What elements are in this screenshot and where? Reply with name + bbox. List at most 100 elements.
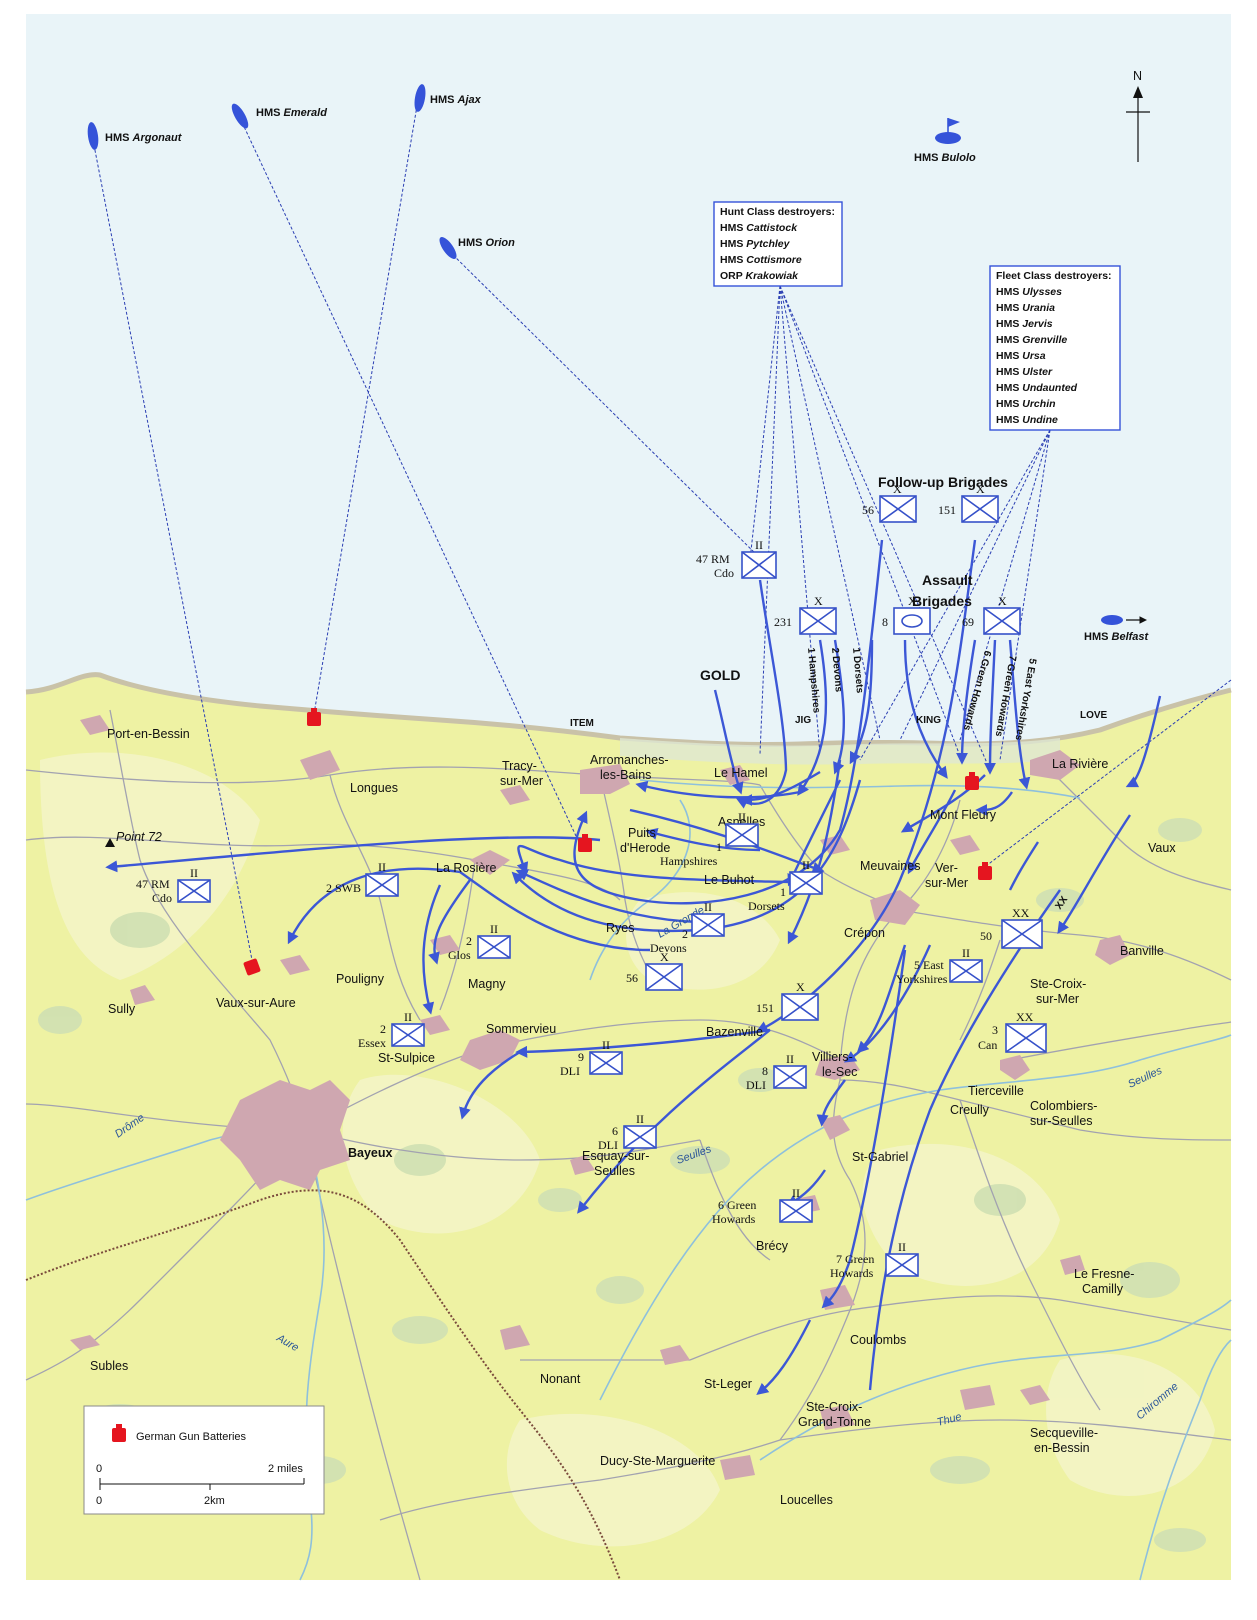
svg-text:II: II: [636, 1112, 644, 1126]
svg-text:8: 8: [882, 615, 888, 629]
hunt-box-title: Hunt Class destroyers:: [720, 206, 835, 218]
town-colombiers-1: Colombiers-: [1030, 1099, 1097, 1113]
town-ver-1: Ver-: [935, 861, 958, 875]
unit-7-green-howards: II 7 Green Howards: [830, 1240, 919, 1280]
unit-2-devons: II 2 Devons: [650, 900, 725, 955]
legend-km-2: 2km: [204, 1495, 225, 1507]
svg-text:Glos: Glos: [448, 948, 471, 962]
headings: Follow-up Brigades Assault Brigades GOLD: [700, 474, 1008, 683]
battery-ver: [978, 862, 992, 880]
town-sully: Sully: [108, 1002, 136, 1016]
svg-text:Howards: Howards: [712, 1212, 756, 1226]
flag-icon: [947, 118, 960, 134]
unit-8-dli: II 8 DLI: [746, 1052, 807, 1092]
ship-icons: [87, 84, 1123, 625]
svg-text:DLI: DLI: [598, 1138, 618, 1152]
unit-8: X 8: [882, 594, 931, 635]
ship-icon-bulolo: [935, 132, 961, 144]
svg-text:56: 56: [626, 971, 638, 985]
ship-label-bulolo: HMS Bulolo: [914, 152, 976, 164]
town-meuvaines: Meuvaines: [860, 859, 920, 873]
town-labels: Port-en-Bessin Longues Tracy- sur-Mer Ar…: [90, 727, 1176, 1507]
town-vaux: Vaux: [1148, 841, 1176, 855]
svg-text:Devons: Devons: [650, 941, 687, 955]
svg-text:X: X: [814, 594, 823, 608]
battery-mont-fleury: [965, 772, 979, 790]
fleet-ship-9: HMS Undine: [996, 414, 1058, 426]
town-st-sulpice: St-Sulpice: [378, 1051, 435, 1065]
unit-50-div: XX 50: [980, 906, 1043, 949]
svg-text:47 RM: 47 RM: [696, 552, 730, 566]
svg-text:Yorkshires: Yorkshires: [896, 972, 948, 986]
town-secqueville-1: Secqueville-: [1030, 1426, 1098, 1440]
town-ver-2: sur-Mer: [925, 876, 968, 890]
unit-3-can: XX 3 Can: [978, 1010, 1047, 1053]
fleet-ship-8: HMS Urchin: [996, 398, 1056, 410]
battery-vaux-sur-aure: [243, 958, 261, 976]
town-arromanches-2: les-Bains: [600, 768, 651, 782]
fleet-class-box: Fleet Class destroyers: HMS Ulysses HMS …: [989, 265, 1121, 431]
legend-miles-2: 2 miles: [268, 1463, 303, 1475]
north-arrow: N: [1126, 69, 1150, 162]
svg-text:47 RM: 47 RM: [136, 877, 170, 891]
town-secqueville-2: en-Bessin: [1034, 1441, 1090, 1455]
town-vaux-sur-aure: Vaux-sur-Aure: [216, 996, 296, 1010]
units: II 47 RM Cdo X 56 X 151 X 231: [136, 482, 1047, 1280]
ship-icon-argonaut: [87, 122, 99, 150]
town-magny: Magny: [468, 977, 506, 991]
svg-text:X: X: [796, 980, 805, 994]
railway: [25, 1189, 621, 1581]
town-nonant: Nonant: [540, 1372, 581, 1386]
svg-text:XX: XX: [1016, 1010, 1034, 1024]
town-brecy: Brécy: [756, 1239, 789, 1253]
ship-label-orion: HMS Orion: [458, 237, 515, 249]
town-villiers-2: le-Sec: [822, 1065, 857, 1079]
town-subles: Subles: [90, 1359, 128, 1373]
hunt-ship-1: HMS Cattistock: [720, 222, 798, 234]
svg-text:Cdo: Cdo: [152, 891, 172, 905]
town-bazenville: Bazenville: [706, 1025, 763, 1039]
town-creully: Creully: [950, 1103, 990, 1117]
svg-text:3: 3: [992, 1023, 998, 1037]
svg-text:8: 8: [762, 1064, 768, 1078]
diag-devons: 2 Devons: [829, 647, 844, 693]
town-le-fresne-2: Camilly: [1082, 1282, 1124, 1296]
follow-up-heading: Follow-up Brigades: [878, 474, 1008, 490]
town-arromanches-1: Arromanches-: [590, 753, 669, 767]
ship-labels: HMS Argonaut HMS Emerald HMS Ajax HMS Or…: [105, 94, 1150, 643]
ship-icon-orion: [439, 236, 457, 260]
beach-jig: JIG: [795, 715, 811, 726]
svg-text:Cdo: Cdo: [714, 566, 734, 580]
svg-text:II: II: [898, 1240, 906, 1254]
town-loucelles: Loucelles: [780, 1493, 833, 1507]
assault-heading-2: Brigades: [912, 593, 972, 609]
svg-text:Essex: Essex: [358, 1036, 386, 1050]
legend-item-label: German Gun Batteries: [136, 1431, 247, 1443]
ship-icon-emerald: [231, 103, 249, 129]
town-pouligny: Pouligny: [336, 972, 385, 986]
svg-text:Howards: Howards: [830, 1266, 874, 1280]
svg-text:II: II: [738, 810, 746, 824]
fleet-ship-6: HMS Ulster: [996, 366, 1053, 378]
svg-text:2 SWB: 2 SWB: [326, 881, 361, 895]
gun-batteries: [243, 708, 992, 976]
town-la-riviere: La Rivière: [1052, 757, 1108, 771]
town-esquay-2: Seulles: [594, 1164, 635, 1178]
hunt-ship-2: HMS Pytchley: [720, 238, 791, 250]
town-crepon: Crépon: [844, 926, 885, 940]
svg-text:II: II: [792, 1186, 800, 1200]
svg-text:56: 56: [862, 503, 874, 517]
town-colombiers-2: sur-Seulles: [1030, 1114, 1093, 1128]
unit-231: X 231: [774, 594, 837, 635]
town-le-hamel: Le Hamel: [714, 766, 768, 780]
unit-151-sea: X 151: [938, 482, 999, 523]
town-ste-croix-gt-2: Grand-Tonne: [798, 1415, 871, 1429]
svg-text:II: II: [378, 860, 386, 874]
town-port-en-bessin: Port-en-Bessin: [107, 727, 190, 741]
unit-2-swb: II 2 SWB: [326, 860, 399, 897]
svg-text:X: X: [660, 950, 669, 964]
beach-king: KING: [916, 715, 941, 726]
diag-dorsets: 1 Dorsets: [850, 647, 865, 694]
svg-text:II: II: [786, 1052, 794, 1066]
